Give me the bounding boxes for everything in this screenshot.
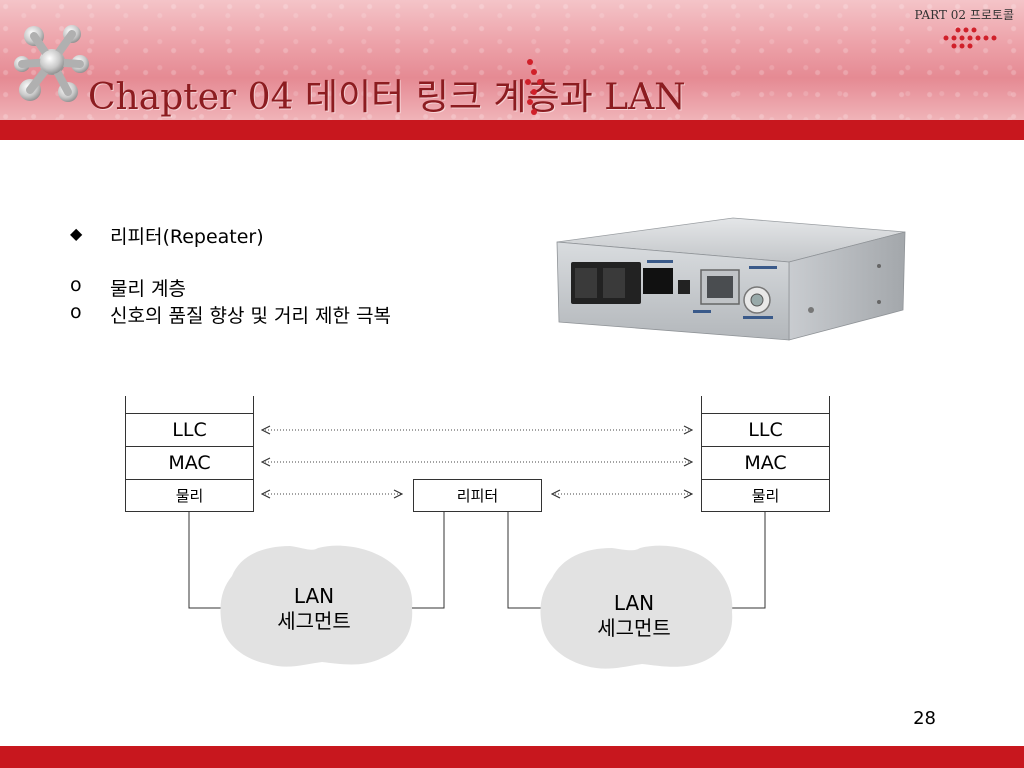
- cloud-label-line: LAN: [293, 584, 335, 608]
- part-label: PART 02 프로토콜: [914, 8, 1014, 22]
- banner-texture: [0, 0, 1024, 120]
- page-title: Chapter 04 데이터 링크 계층과 LAN: [88, 77, 686, 118]
- left-physical-box: 물리: [125, 479, 254, 512]
- stack-left-stub: [253, 396, 254, 414]
- header-red-strip: [0, 120, 1024, 140]
- stack-left-stub: [125, 396, 126, 414]
- decorative-dots-icon: [525, 59, 543, 115]
- stack-right-stub: [701, 396, 702, 414]
- repeater-box: 리피터: [413, 479, 542, 512]
- circle-bullet-icon: o: [70, 301, 82, 323]
- repeater-device-image: [556, 217, 906, 341]
- bullet-text: 신호의 품질 향상 및 거리 제한 극복: [110, 305, 391, 327]
- footer-red-strip: [0, 746, 1024, 768]
- bullet-text: 물리 계층: [110, 278, 186, 300]
- left-llc-box: LLC: [125, 413, 254, 447]
- right-wire: [730, 512, 766, 609]
- lan-segment-cloud-right: [540, 545, 733, 669]
- diamond-bullet-icon: ◆: [70, 224, 83, 243]
- left-mac-box: MAC: [125, 446, 254, 480]
- cloud-label-left: LAN 세그먼트: [254, 584, 374, 634]
- cloud-label-line: 세그먼트: [277, 609, 351, 633]
- cloud-label-right: LAN 세그먼트: [574, 591, 694, 641]
- bullet-text: 리피터(Repeater): [110, 226, 264, 248]
- middle-right-wire: [507, 512, 544, 609]
- circle-bullet-icon: o: [70, 274, 82, 296]
- lan-segment-cloud-left: [220, 545, 413, 667]
- logo-icon: [14, 25, 89, 102]
- left-wire: [188, 512, 224, 609]
- decorative-dots-icon: [943, 27, 997, 49]
- right-llc-box: LLC: [701, 413, 830, 447]
- header-banner: PART 02 프로토콜 Chapter 04 데이터 링크 계층과 LAN: [0, 0, 1024, 120]
- middle-left-wire: [410, 512, 445, 609]
- cloud-label-line: LAN: [613, 591, 655, 615]
- right-physical-box: 물리: [701, 479, 830, 512]
- right-mac-box: MAC: [701, 446, 830, 480]
- cloud-label-line: 세그먼트: [597, 616, 671, 640]
- page-number: 28: [913, 708, 936, 729]
- stack-right-stub: [829, 396, 830, 414]
